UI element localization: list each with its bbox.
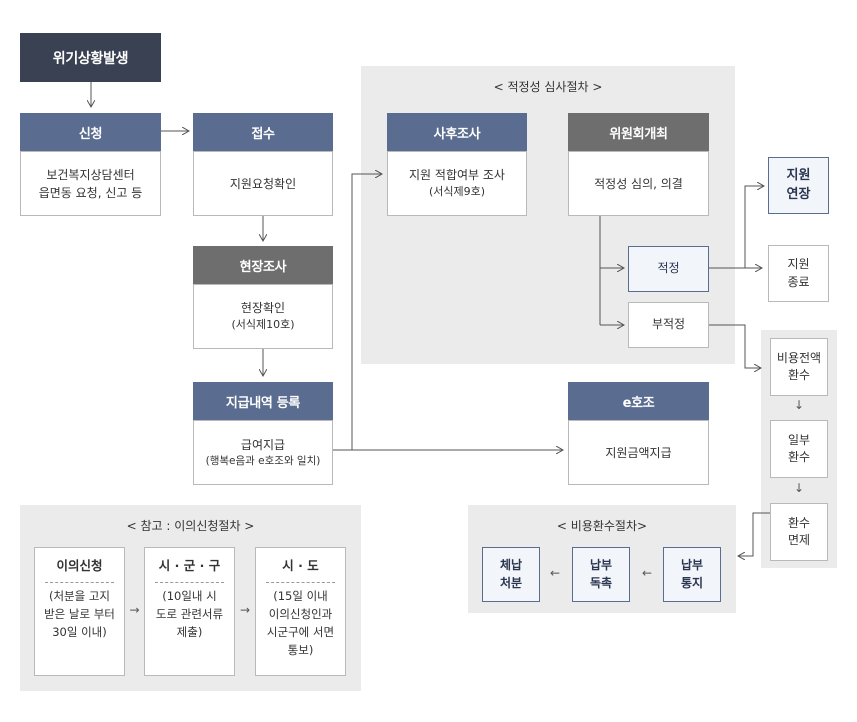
objection-step-2-line2: 도로 관련서류 [155,607,224,622]
support-end-box: 지원 종료 [768,245,829,302]
partial-refund-box: 일부 환수 [770,420,828,478]
support-end-line2: 종료 [787,274,810,289]
post-survey-body: 지원 적합여부 조사 (서식제9호) [387,151,527,216]
ehojo-line1: 지원금액지급 [605,445,672,460]
review-procedure-title: < 적정성 심사절차 > [493,80,603,94]
arrears-disposal-box: 체납 처분 [482,547,540,602]
objection-step-2: 시 · 군 · 구 (10일내 시 도로 관련서류 제출) [144,547,235,676]
post-survey-line1: 지원 적합여부 조사 [409,168,505,183]
onsite-line1: 현장확인 [240,301,286,316]
refund-exempt-line1: 환수 [787,515,811,530]
receive-body: 지원요청확인 [193,151,333,216]
partial-refund-line1: 일부 [787,432,811,447]
left-arrow-2: ← [549,566,561,580]
support-extend-line1: 지원 [786,167,811,183]
objection-step-1-line2: 받은 날로 부터 [44,607,115,622]
arrears-disposal-line2: 처분 [499,575,523,590]
payment-urge-line2: 독촉 [589,575,613,590]
apply-line2: 읍면동 요청, 신고 등 [38,185,143,200]
apply-header: 신청 [20,113,161,151]
post-survey-header: 사후조사 [387,113,527,151]
divider [266,582,335,584]
arrow-inadequate-to-refund [709,324,761,368]
receive-line1: 지원요청확인 [229,176,297,191]
objection-step-1: 이의신청 (처분을 고지 받은 날로 부터 30일 이내) [34,547,125,676]
objection-step-1-title: 이의신청 [56,558,103,573]
register-line1: 급여지급 [240,437,286,452]
ehojo-header: e호조 [568,382,709,420]
refund-procedure-title: < 비용환수절차> [556,519,648,533]
left-arrow-1: ← [641,566,653,580]
crisis-start-box: 위기상황발생 [20,33,161,82]
support-extend-line2: 연장 [786,186,811,202]
objection-step-3-line1: (15일 이내 [273,589,328,604]
payment-notice-box: 납부 통지 [663,547,721,602]
full-refund-line2: 환수 [787,368,811,382]
refund-exempt-line2: 면제 [787,533,811,547]
onsite-body: 현장확인 (서식제10호) [193,284,333,349]
arrears-disposal-line1: 체납 [499,558,523,573]
objection-step-2-line1: (10일내 시 [162,589,217,604]
objection-step-3-line4: 통보) [287,642,314,657]
adequate-box: 적정 [628,246,709,292]
register-body: 급여지급 (행복e음과 e호조와 일치) [193,420,333,485]
objection-step-2-title: 시 · 군 · 구 [158,558,221,573]
objection-step-3-title: 시 · 도 [282,558,319,573]
right-arrow-2: → [239,603,251,617]
payment-notice-line1: 납부 [680,558,704,573]
register-header: 지급내역 등록 [193,382,333,420]
full-refund-line1: 비용전액 [776,350,822,365]
objection-step-2-line3: 제출) [176,625,203,639]
apply-body: 보건복지상담센터 읍면동 요청, 신고 등 [20,151,161,216]
objection-step-3-line2: 이의신청인과 [268,607,333,622]
register-line2: (행복e음과 e호조와 일치) [205,454,321,467]
partial-refund-line2: 환수 [787,450,811,464]
objection-procedure-title: < 참고 : 이의신청절차 > [126,519,255,533]
refund-exempt-box: 환수 면제 [770,503,828,561]
committee-line1: 적정성 심의, 의결 [594,176,683,191]
right-arrow-1: → [129,603,140,617]
full-refund-box: 비용전액 환수 [770,338,828,396]
post-survey-line2: (서식제9호) [428,185,486,199]
payment-notice-line2: 통지 [680,575,704,590]
committee-body: 적정성 심의, 의결 [568,151,709,216]
inadequate-box: 부적정 [628,302,709,348]
payment-urge-line1: 납부 [589,558,613,573]
onsite-header: 현장조사 [193,246,333,284]
objection-step-3-line3: 시군구에 서면 [266,625,335,639]
onsite-line2: (서식제10호) [231,318,295,332]
arrow-adequate-to-extend [744,186,764,268]
arrow-exempt-to-notice [738,512,770,556]
down-arrow-2: ↓ [793,481,805,495]
divider [155,582,224,584]
ehojo-body: 지원금액지급 [568,420,709,485]
payment-urge-box: 납부 독촉 [572,547,630,602]
arrow-register-to-post-survey [333,174,382,451]
support-extend-box: 지원 연장 [768,157,829,214]
objection-step-1-line1: (처분을 고지 [48,589,111,604]
committee-header: 위원회개최 [568,113,709,151]
down-arrow-1: ↓ [793,398,805,412]
receive-header: 접수 [193,113,333,151]
objection-step-3: 시 · 도 (15일 이내 이의신청인과 시군구에 서면 통보) [255,547,346,676]
divider [45,582,114,584]
support-end-line1: 지원 [787,257,810,272]
objection-step-1-line3: 30일 이내) [52,625,107,639]
apply-line1: 보건복지상담센터 [46,167,135,182]
